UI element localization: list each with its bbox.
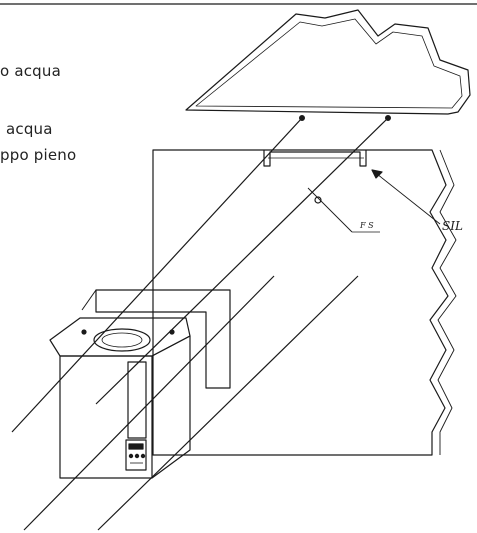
sil-arrow: [371, 169, 383, 179]
top-bolt-left: [81, 329, 87, 335]
rod-right-anchor: [385, 114, 392, 121]
ceiling-slab-inner: [195, 18, 463, 109]
button-3: [140, 453, 146, 459]
control-panel: [125, 439, 147, 471]
rod-left-anchor: [299, 114, 306, 121]
front-panel-strip: [127, 361, 147, 439]
unit-top: [49, 317, 191, 357]
fs-marker: [314, 196, 322, 204]
unit-side: [151, 335, 191, 479]
rod-right: [95, 117, 389, 405]
sil-label: SIL: [442, 219, 463, 233]
button-1: [128, 453, 134, 459]
fs-label: F S: [359, 221, 374, 230]
anchor-line-left: [23, 275, 275, 531]
display: [128, 443, 144, 450]
unit-front: [59, 355, 153, 479]
anchor-line-right: [97, 275, 359, 531]
legend-line-2: acqua: [6, 120, 53, 138]
rear-box: [95, 289, 231, 389]
wall-panel-jag: [437, 149, 457, 455]
rod-left: [11, 117, 303, 433]
top-bolt-right: [169, 329, 175, 335]
legend-line-3: ppo pieno: [0, 146, 77, 164]
ceiling-slab: [185, 9, 471, 115]
sil-leader: [371, 169, 441, 225]
rear-box-edge: [81, 289, 97, 311]
button-2: [134, 453, 140, 459]
fan-ring: [93, 328, 151, 352]
fs-leader: [307, 187, 353, 233]
fan-inner: [101, 332, 143, 348]
wall-panel: [152, 149, 449, 456]
bracket-left: [263, 150, 367, 167]
legend-line-1: o acqua: [0, 62, 62, 80]
